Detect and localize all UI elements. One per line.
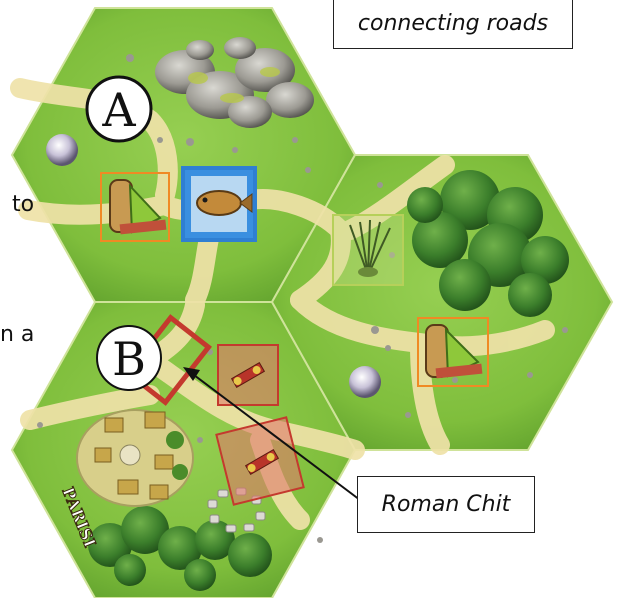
hex-b-badge: B — [97, 326, 161, 390]
roman-chit-1 — [218, 345, 278, 405]
reed-resource-chit — [333, 215, 403, 285]
hex-a-badge: A — [87, 77, 151, 141]
connecting-roads-text: connecting roads — [358, 11, 548, 36]
fish-resource-chit — [183, 168, 255, 240]
hex-a-letter: A — [101, 83, 136, 137]
connecting-roads-callout: connecting roads — [333, 0, 573, 49]
hex-b-letter: B — [112, 332, 146, 386]
bubble-left — [46, 134, 78, 166]
side-text-na: n a — [0, 322, 34, 347]
roman-chit-callout: Roman Chit — [357, 476, 535, 533]
side-text-to: to — [12, 192, 34, 217]
roman-chit-text: Roman Chit — [382, 492, 511, 517]
bubble-right — [349, 366, 381, 398]
town-parisi — [77, 410, 193, 506]
